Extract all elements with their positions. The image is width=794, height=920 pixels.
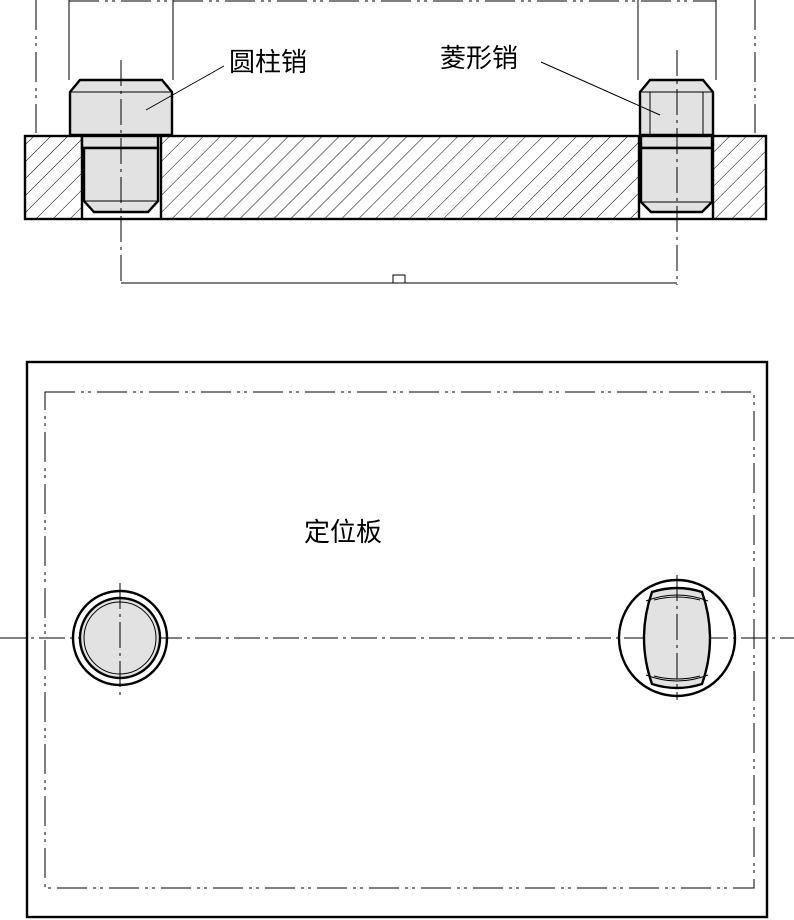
- section-view: 圆柱销 菱形销: [23, 0, 768, 285]
- diamond-pin-label: 菱形销: [440, 44, 518, 74]
- cylindrical-pin-leader: [145, 65, 225, 111]
- locating-plate-label: 定位板: [304, 518, 382, 548]
- diamond-pin-leader: [540, 61, 661, 116]
- workpiece-outline-plan: [44, 391, 755, 889]
- cylindrical-pin-label: 圆柱销: [229, 48, 307, 78]
- diamond-pin-section: [638, 78, 715, 214]
- pin-spacing-dimension: [121, 274, 677, 284]
- plan-view: 定位板: [0, 360, 794, 919]
- plate-section: [23, 134, 768, 221]
- locating-plate-outline: [25, 360, 769, 919]
